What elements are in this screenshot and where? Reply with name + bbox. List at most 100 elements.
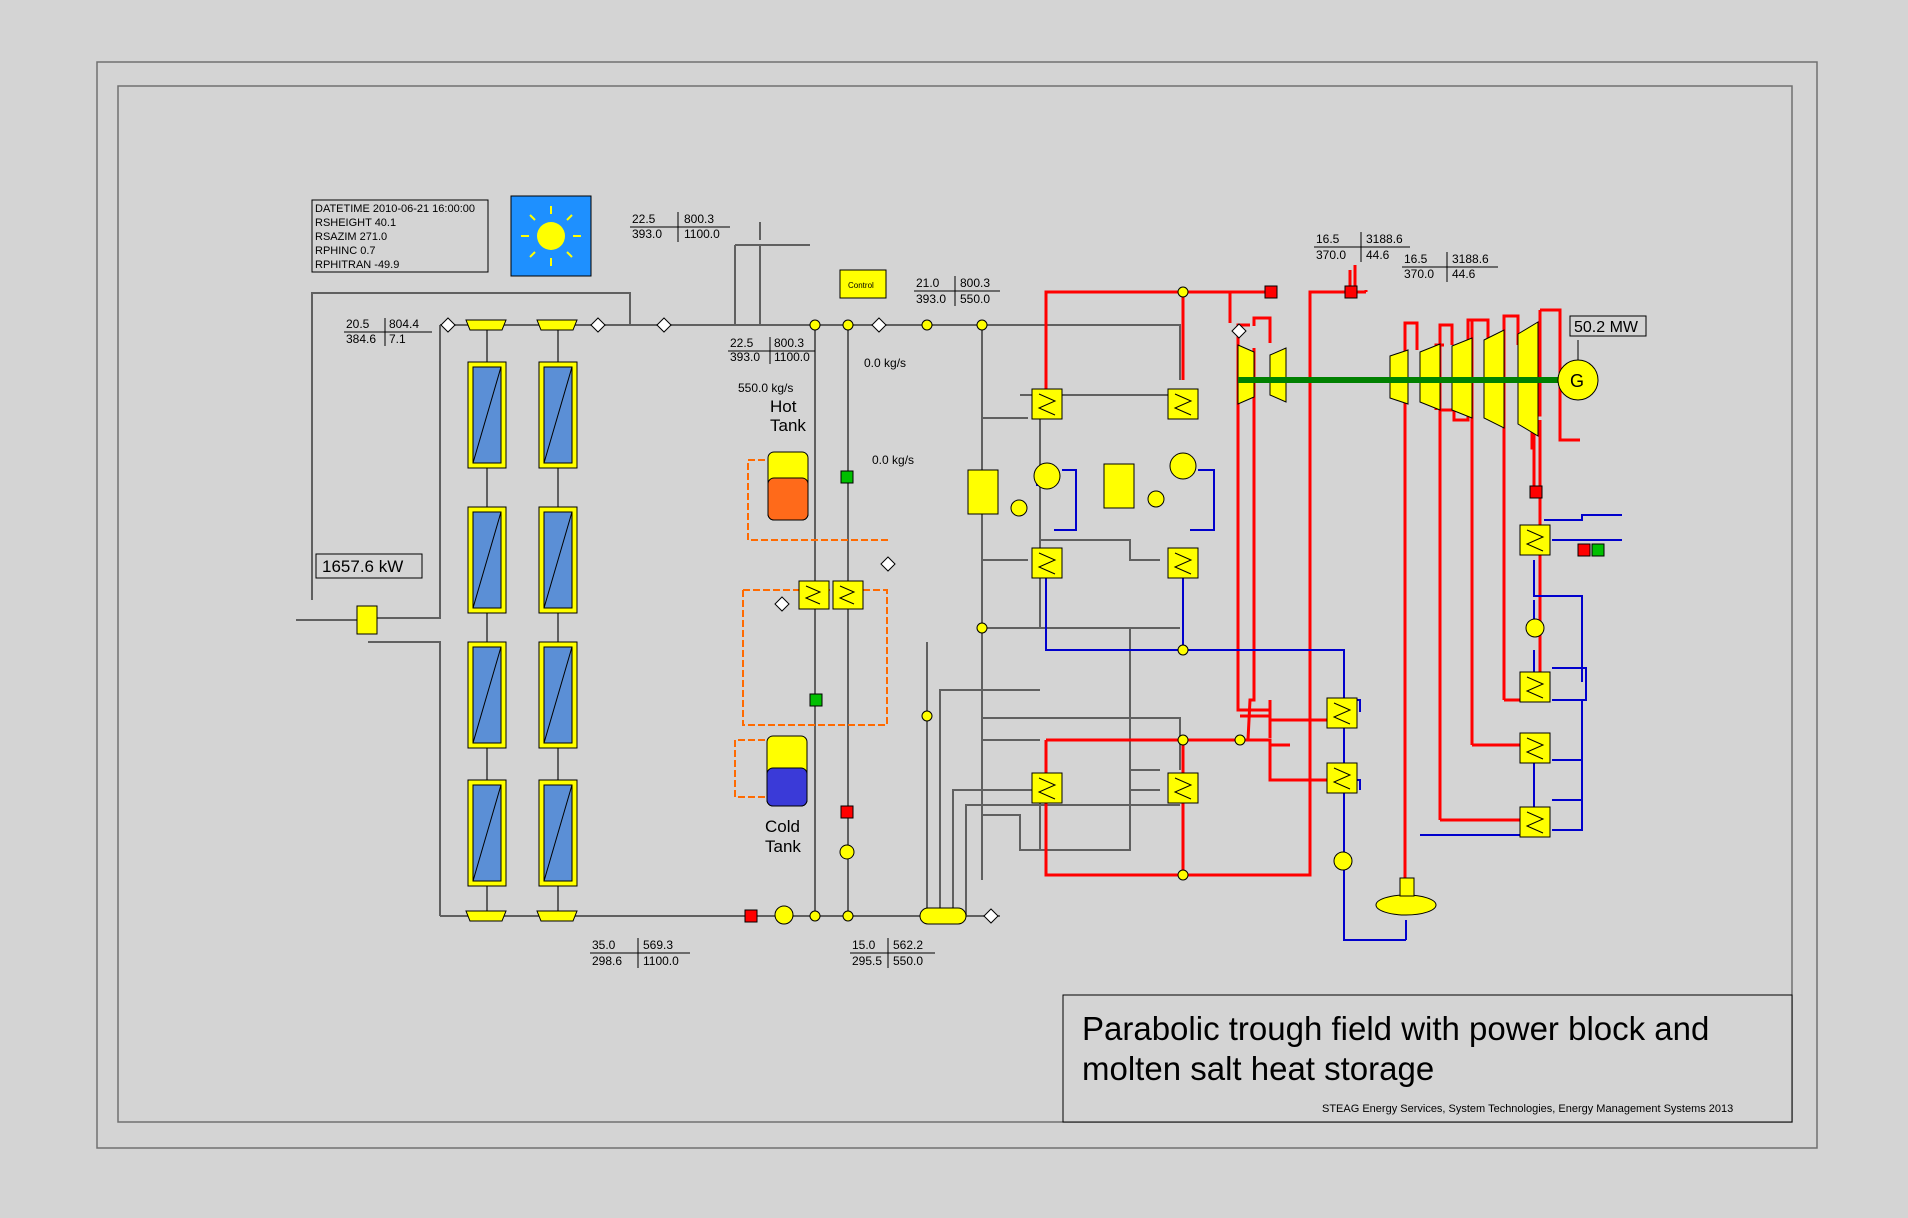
title-block: Parabolic trough field with power block … — [1062, 994, 1793, 1123]
hot-tank: Hot Tank — [767, 397, 809, 521]
credit-line: STEAG Energy Services, System Technologi… — [1322, 1103, 1733, 1115]
stream-value: 370.0 — [1316, 248, 1346, 262]
junction-dots — [809, 286, 1246, 922]
salt-lines — [734, 459, 888, 798]
collector-field — [465, 319, 578, 922]
stream-value: 295.5 — [852, 954, 882, 968]
info-line: DATETIME 2010-06-21 16:00:00 — [315, 203, 475, 215]
field-power-display: 1657.6 kW — [315, 553, 423, 635]
stream-table: 22.5 800.3 393.0 1100.0 — [630, 212, 730, 242]
info-line: RPHINC 0.7 — [315, 245, 376, 257]
stream-value: 1100.0 — [643, 954, 679, 968]
title-line-1: Parabolic trough field with power block … — [1082, 1010, 1709, 1047]
control-box: Control — [839, 269, 887, 299]
stream-table: 21.0 800.3 393.0 550.0 — [914, 276, 1000, 306]
stream-table: 20.5 804.4 384.6 7.1 — [344, 317, 432, 346]
collector-row-1 — [467, 361, 578, 887]
pump-box — [356, 605, 378, 635]
hot-tank-label: Hot — [770, 397, 797, 416]
stream-table: 16.5 3188.6 370.0 44.6 — [1402, 252, 1498, 282]
stream-value: 20.5 — [346, 317, 370, 331]
stream-value: 3188.6 — [1366, 232, 1403, 246]
steam-lines — [1044, 265, 1580, 912]
stream-value: 393.0 — [632, 227, 662, 241]
pump-icon — [1525, 618, 1545, 638]
generator-power-display: 50.2 MW — [1569, 315, 1647, 337]
heat-exchanger-icon — [1326, 697, 1358, 729]
stream-value: 1100.0 — [774, 350, 810, 364]
heat-exchangers — [1031, 388, 1551, 838]
stream-value: 21.0 — [916, 276, 940, 290]
stream-table: 22.5 800.3 393.0 1100.0 — [728, 336, 815, 364]
field-power-value: 1657.6 kW — [322, 557, 403, 576]
auxiliary-equipment — [774, 452, 1545, 925]
pump-icon — [1147, 490, 1165, 508]
info-line: RSAZIM 271.0 — [315, 231, 387, 243]
control-label: Control — [848, 281, 874, 290]
generator-icon: G — [1557, 340, 1599, 401]
stream-value: 800.3 — [960, 276, 990, 290]
stream-value: 804.4 — [389, 317, 419, 331]
generator-power-value: 50.2 MW — [1574, 319, 1639, 336]
stream-value: 35.0 — [592, 938, 616, 952]
stream-table: 16.5 3188.6 370.0 44.6 — [1314, 232, 1410, 262]
pump-icon — [774, 905, 794, 925]
cold-tank: Cold Tank — [765, 735, 808, 856]
stream-value: 298.6 — [592, 954, 622, 968]
storage-heat-exchangers — [798, 580, 864, 610]
stream-value: 16.5 — [1316, 232, 1340, 246]
stream-value: 393.0 — [730, 350, 760, 364]
stream-value: 16.5 — [1404, 252, 1428, 266]
heat-exchanger-icon — [1519, 732, 1551, 764]
condenser-icon — [1103, 463, 1135, 509]
sun-icon — [510, 195, 592, 277]
stream-value: 800.3 — [774, 336, 804, 350]
pump-icon — [1010, 499, 1028, 517]
info-box: DATETIME 2010-06-21 16:00:00 RSHEIGHT 40… — [311, 199, 489, 273]
water-lines — [1036, 469, 1622, 941]
heat-exchanger-icon — [1326, 762, 1358, 794]
heat-exchanger-icon — [1031, 547, 1063, 579]
title-line-2: molten salt heat storage — [1082, 1050, 1434, 1087]
heat-exchanger-icon — [1519, 524, 1551, 556]
stream-value: 22.5 — [730, 336, 754, 350]
inner-frame — [117, 85, 1793, 1123]
cold-tank-label: Cold — [765, 817, 800, 836]
stream-value: 384.6 — [346, 332, 376, 346]
heat-exchanger-icon — [1167, 547, 1199, 579]
stream-value: 1100.0 — [684, 227, 720, 241]
header-valves — [465, 319, 578, 922]
deaerator-icon — [1375, 894, 1437, 916]
header-vessel — [919, 907, 967, 925]
stream-value: 22.5 — [632, 212, 656, 226]
heat-exchanger-icon — [1031, 772, 1063, 804]
stream-value: 44.6 — [1366, 248, 1390, 262]
pump-icon — [1333, 851, 1353, 871]
info-line: RSHEIGHT 40.1 — [315, 217, 396, 229]
stream-table: 15.0 562.2 295.5 550.0 — [850, 938, 935, 968]
heat-exchanger-icon — [1519, 671, 1551, 703]
hot-tank-label: Tank — [770, 416, 806, 435]
stream-value: 393.0 — [916, 292, 946, 306]
flow-bypass-mid: 0.0 kg/s — [872, 453, 914, 467]
stream-value: 562.2 — [893, 938, 923, 952]
stream-value: 550.0 — [960, 292, 990, 306]
deaerator-dome — [1399, 877, 1415, 897]
pump-icon — [1169, 452, 1197, 480]
stream-value: 7.1 — [389, 332, 406, 346]
heat-exchanger-icon — [1167, 772, 1199, 804]
stream-table: 35.0 569.3 298.6 1100.0 — [590, 938, 690, 968]
heat-exchanger-icon — [1167, 388, 1199, 420]
stream-value: 3188.6 — [1452, 252, 1489, 266]
flow-bypass-top: 0.0 kg/s — [864, 356, 906, 370]
stream-value: 550.0 — [893, 954, 923, 968]
heat-exchanger-icon — [1031, 388, 1063, 420]
stream-value: 800.3 — [684, 212, 714, 226]
stream-value: 370.0 — [1404, 267, 1434, 281]
outer-frame — [96, 61, 1818, 1149]
valve-markers — [744, 285, 1605, 923]
flow-hot-tank: 550.0 kg/s — [738, 381, 793, 395]
stream-value: 15.0 — [852, 938, 876, 952]
pump-icon — [839, 844, 855, 860]
